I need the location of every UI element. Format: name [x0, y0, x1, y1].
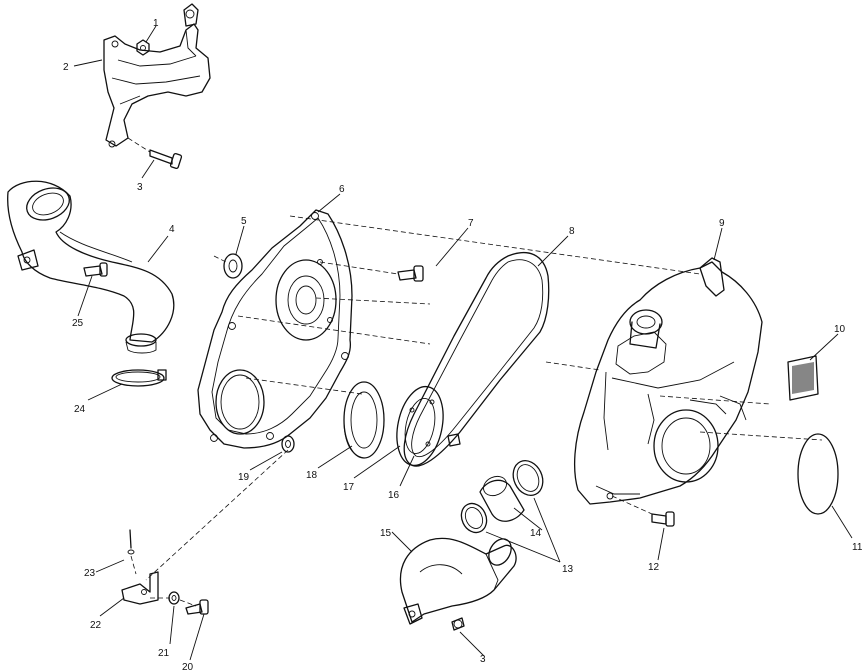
callout-12: 12 [648, 562, 660, 573]
callout-20: 20 [182, 662, 194, 671]
callout-23: 23 [84, 568, 96, 579]
clamp-13b [460, 502, 488, 534]
leader-lines [73, 25, 853, 661]
duct-screw [451, 617, 465, 631]
callout-11: 11 [852, 542, 863, 553]
washer-19 [281, 435, 295, 453]
callout-4: 4 [169, 224, 175, 235]
callout-17: 17 [343, 482, 355, 493]
callout-labels: 1 2 3 4 5 6 7 8 9 10 11 12 13 14 15 16 1… [63, 18, 863, 671]
callout-16: 16 [388, 490, 400, 501]
decal-10 [787, 355, 819, 401]
callout-1: 1 [153, 18, 159, 29]
pin-23 [127, 529, 135, 555]
exhaust-duct [399, 537, 517, 625]
clamp-13 [512, 459, 544, 497]
bolt-7 [319, 261, 424, 282]
callout-13: 13 [562, 564, 574, 575]
callout-6: 6 [339, 184, 345, 195]
nut [136, 39, 150, 56]
bearing-plate-16 [396, 385, 444, 467]
callout-2: 2 [63, 62, 69, 73]
outer-clutch-cover [574, 257, 763, 505]
callout-8: 8 [569, 226, 575, 237]
seal-18 [343, 381, 385, 459]
mounting-bracket [103, 3, 211, 148]
callout-7: 7 [468, 218, 474, 229]
bracket-bolt [127, 137, 183, 170]
assembly-lines [130, 215, 823, 607]
cover-screw-12 [651, 511, 675, 527]
callout-14: 14 [530, 528, 542, 539]
callout-19: 19 [238, 472, 250, 483]
callout-21: 21 [158, 648, 170, 659]
callout-10: 10 [834, 324, 846, 335]
callout-5: 5 [241, 216, 247, 227]
washer-5 [213, 253, 243, 279]
seal-17 [447, 433, 461, 447]
gasket-11 [797, 433, 839, 515]
callout-15: 15 [380, 528, 392, 539]
drive-belt [403, 252, 550, 467]
hose-clamp [111, 369, 167, 387]
callout-22: 22 [90, 620, 102, 631]
washer-21 [168, 591, 180, 605]
sleeve-14 [479, 475, 525, 522]
callout-3: 3 [137, 182, 143, 193]
callout-9: 9 [719, 218, 725, 229]
bolt-20 [185, 599, 209, 615]
callout-25: 25 [72, 318, 84, 329]
duct-bolt [83, 262, 108, 277]
intake-duct [7, 180, 175, 354]
bracket-22 [121, 571, 159, 605]
callout-24: 24 [74, 404, 86, 415]
inner-cover-plate [197, 209, 353, 449]
callout-3b: 3 [480, 654, 486, 665]
callout-18: 18 [306, 470, 318, 481]
